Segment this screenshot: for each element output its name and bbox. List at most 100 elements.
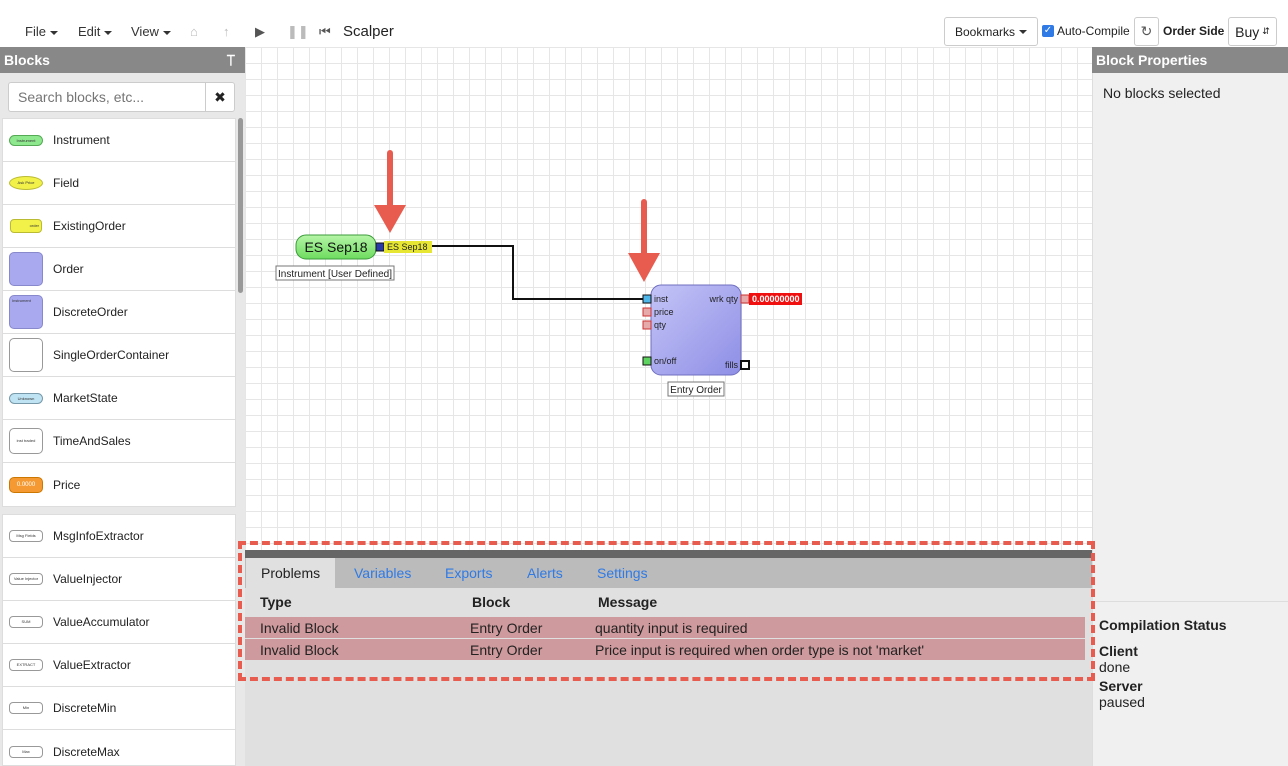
block-item-field[interactable]: Ask Price Field bbox=[3, 162, 235, 205]
tab-problems[interactable]: Problems bbox=[246, 558, 336, 588]
onoff-input-port[interactable] bbox=[642, 356, 652, 366]
block-item-marketstate[interactable]: Unknown MarketState bbox=[3, 377, 235, 420]
updown-icon: ⇵ bbox=[1262, 26, 1270, 36]
block-item-timeandsales[interactable]: inst traded TimeAndSales bbox=[3, 420, 235, 463]
block-item-label: MarketState bbox=[53, 391, 118, 405]
compilation-status-title: Compilation Status bbox=[1099, 617, 1227, 633]
client-label: Client bbox=[1099, 643, 1138, 659]
edit-menu-label: Edit bbox=[78, 24, 101, 39]
port-label-qty: qty bbox=[654, 320, 667, 330]
block-item-existingorder[interactable]: order ExistingOrder bbox=[3, 205, 235, 248]
order-side-label: Order Side bbox=[1163, 24, 1225, 38]
block-item-msginfoextractor[interactable]: Msg Fields MsgInfoExtractor bbox=[3, 515, 235, 558]
block-item-discreteorder[interactable]: Instrument DiscreteOrder bbox=[3, 291, 235, 334]
block-item-order[interactable]: Order bbox=[3, 248, 235, 291]
block-properties-title: Block Properties bbox=[1096, 52, 1208, 68]
search-input[interactable] bbox=[9, 83, 205, 111]
server-label: Server bbox=[1099, 678, 1143, 694]
pin-icon[interactable]: ⟙ bbox=[226, 52, 235, 68]
client-value: done bbox=[1099, 659, 1131, 675]
msginfo-thumb-icon: Msg Fields bbox=[9, 530, 43, 542]
order-block[interactable] bbox=[650, 284, 742, 376]
auto-compile-checkbox[interactable]: ✓Auto-Compile bbox=[1042, 24, 1130, 38]
instrument-output-label: ES Sep18 bbox=[387, 242, 428, 252]
compilation-status: Compilation Status Client done Server pa… bbox=[1093, 601, 1288, 728]
table-row[interactable]: Invalid Block Entry Order Price input is… bbox=[245, 639, 1085, 661]
block-item-singleordercontainer[interactable]: SingleOrderContainer bbox=[3, 334, 235, 377]
block-item-label: Order bbox=[53, 262, 84, 276]
block-list-primary: Instrument Instrument Ask Price Field or… bbox=[2, 118, 236, 507]
port-label-inst: inst bbox=[654, 294, 669, 304]
file-menu[interactable]: File bbox=[25, 24, 58, 39]
extract-thumb-icon: EXTRACT bbox=[9, 659, 43, 671]
tab-variables[interactable]: Variables bbox=[354, 565, 412, 581]
bookmarks-button[interactable]: Bookmarks bbox=[944, 17, 1038, 46]
order-side-value: Buy bbox=[1235, 23, 1260, 40]
wrkqty-output-port[interactable] bbox=[740, 294, 750, 304]
search-box: ✖ bbox=[8, 82, 235, 112]
blocks-panel: ✖ Instrument Instrument Ask Price Field … bbox=[0, 73, 245, 766]
block-item-discretemax[interactable]: Max DiscreteMax bbox=[3, 730, 235, 765]
block-properties-panel: No blocks selected Compilation Status Cl… bbox=[1092, 73, 1288, 766]
blocks-panel-title: Blocks bbox=[4, 52, 50, 68]
block-item-label: ValueAccumulator bbox=[53, 615, 150, 629]
block-item-label: Instrument bbox=[53, 133, 110, 147]
price-thumb-icon: 0.0000 bbox=[9, 476, 43, 493]
instrument-output-label-bg bbox=[384, 241, 432, 253]
server-value: paused bbox=[1099, 694, 1145, 710]
chevron-down-icon bbox=[49, 30, 58, 35]
bottom-tabs: Problems Variables Exports Alerts Settin… bbox=[245, 558, 1092, 588]
discreteorder-thumb-icon: Instrument bbox=[9, 295, 43, 329]
output-port[interactable] bbox=[375, 242, 385, 252]
block-properties-header: Block Properties bbox=[1092, 47, 1288, 73]
block-item-discretemin[interactable]: Min DiscreteMin bbox=[3, 687, 235, 730]
block-item-valueextractor[interactable]: EXTRACT ValueExtractor bbox=[3, 644, 235, 687]
bookmarks-label: Bookmarks bbox=[954, 24, 1016, 39]
wrkqty-value-bg bbox=[749, 293, 802, 305]
port-label-fills: fills bbox=[725, 360, 738, 370]
pause-icon[interactable]: ❚❚ bbox=[287, 24, 309, 39]
sum-thumb-icon: SUM bbox=[9, 616, 43, 628]
refresh-icon: ↻ bbox=[1140, 23, 1153, 39]
up-arrow-icon[interactable]: ↑ bbox=[223, 24, 230, 39]
block-item-price[interactable]: 0.0000 Price bbox=[3, 463, 235, 506]
tab-settings[interactable]: Settings bbox=[597, 565, 648, 581]
row-message: quantity input is required bbox=[595, 620, 748, 636]
view-menu[interactable]: View bbox=[131, 24, 171, 39]
block-item-instrument[interactable]: Instrument Instrument bbox=[3, 119, 235, 162]
table-row[interactable]: Invalid Block Entry Order quantity input… bbox=[245, 617, 1085, 639]
qty-input-port[interactable] bbox=[642, 320, 652, 330]
column-header-block: Block bbox=[472, 594, 511, 610]
row-message: Price input is required when order type … bbox=[595, 642, 925, 658]
fills-output-port[interactable] bbox=[740, 360, 750, 370]
row-type: Invalid Block bbox=[260, 620, 339, 636]
edit-menu[interactable]: Edit bbox=[78, 24, 113, 39]
timeandsales-thumb-icon: inst traded bbox=[9, 428, 43, 454]
row-block: Entry Order bbox=[470, 642, 543, 658]
block-item-label: ExistingOrder bbox=[53, 219, 126, 233]
home-icon[interactable]: ⌂ bbox=[190, 24, 198, 39]
block-item-valueinjector[interactable]: Value Injector ValueInjector bbox=[3, 558, 235, 601]
view-menu-label: View bbox=[131, 24, 159, 39]
block-item-label: Field bbox=[53, 176, 80, 190]
order-side-select[interactable]: Buy⇵ bbox=[1228, 17, 1277, 46]
annotation-arrow-right bbox=[628, 199, 660, 282]
skip-back-icon[interactable]: ⏮ bbox=[319, 24, 331, 39]
block-item-label: TimeAndSales bbox=[53, 434, 131, 448]
tab-alerts[interactable]: Alerts bbox=[527, 565, 563, 581]
instrument-caption: Instrument [User Defined] bbox=[278, 269, 392, 280]
close-icon[interactable]: ✖ bbox=[205, 83, 234, 111]
refresh-button[interactable]: ↻ bbox=[1134, 17, 1159, 46]
play-icon[interactable]: ▶ bbox=[255, 24, 265, 39]
strategy-canvas[interactable]: ES Sep18 ES Sep18 Instrument [User Defin… bbox=[245, 47, 1092, 550]
block-item-valueaccumulator[interactable]: SUM ValueAccumulator bbox=[3, 601, 235, 644]
auto-compile-label: Auto-Compile bbox=[1057, 24, 1130, 38]
container-thumb-icon bbox=[9, 338, 43, 372]
connection-wire[interactable] bbox=[432, 245, 643, 300]
tab-exports[interactable]: Exports bbox=[445, 565, 493, 581]
resize-handle[interactable] bbox=[245, 550, 1092, 558]
price-input-port[interactable] bbox=[642, 307, 652, 317]
blocks-scrollbar[interactable] bbox=[238, 118, 243, 293]
block-item-label: DiscreteMin bbox=[53, 701, 117, 715]
inst-input-port[interactable] bbox=[642, 294, 652, 304]
